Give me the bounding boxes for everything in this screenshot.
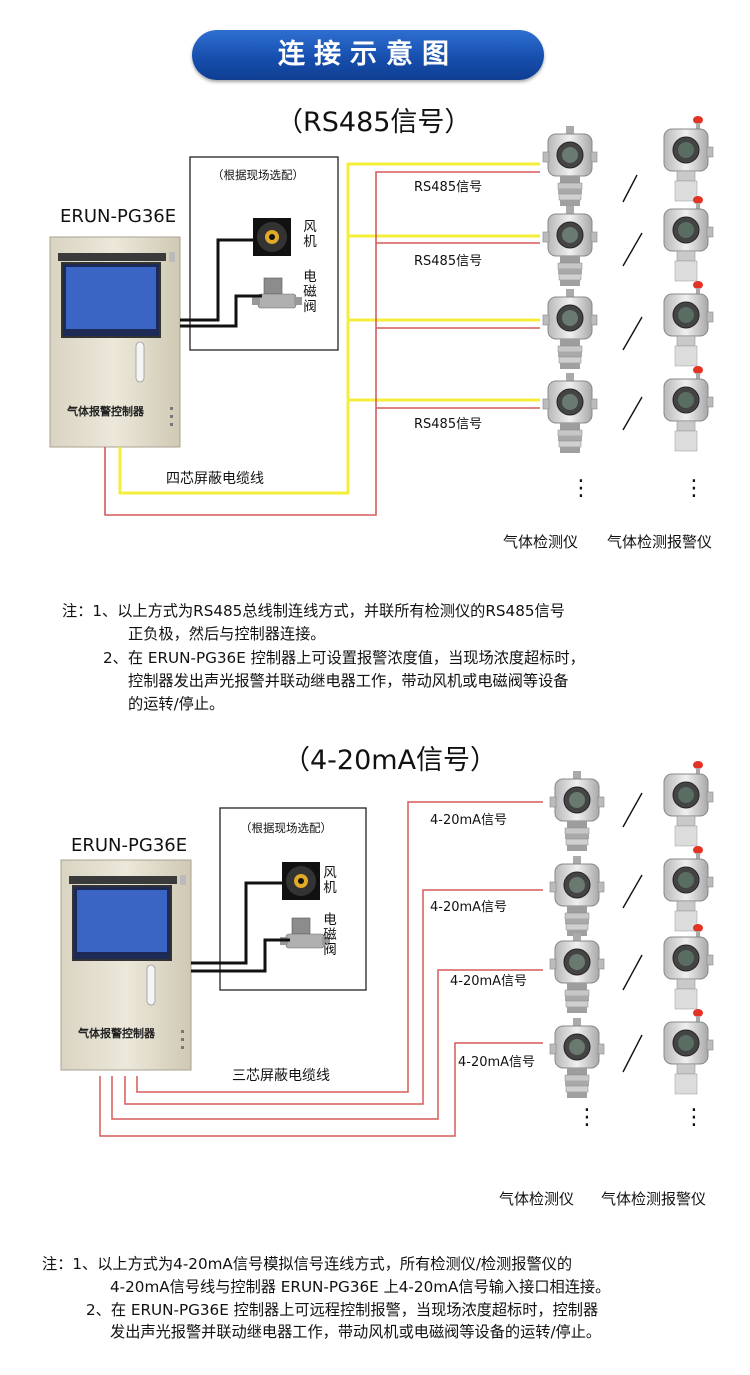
ma-divider-slashes — [622, 792, 643, 1073]
rs485-fan-icon — [253, 218, 291, 256]
ma-fan-icon — [282, 862, 320, 900]
rs485-detector-icon — [542, 372, 598, 454]
rs485-alarm-caption: 气体检测报警仪 — [607, 533, 713, 551]
rs485-note-line: 控制器发出声光报警并联动继电器工作，带动风机或电磁阀等设备 — [128, 672, 569, 690]
rs485-section-title: （RS485信号） — [276, 107, 472, 138]
ma-alarm-icon — [663, 923, 714, 1010]
ma-signal-label: 4-20mA信号 — [430, 900, 508, 915]
rs485-fan-label: 风 机 — [303, 219, 317, 250]
rs485-alarm-more-dots: ⋮ — [683, 476, 705, 501]
rs485-valve-wire — [180, 294, 262, 328]
ma-cabinet-caption: 气体报警控制器 — [78, 1027, 155, 1040]
ma-alarm-icon — [663, 760, 714, 847]
rs485-alarm-icon — [663, 280, 714, 367]
rs485-detector-more-dots: ⋮ — [570, 476, 592, 501]
ma-note-line: 2、在 ERUN-PG36E 控制器上可远程控制报警，当现场浓度超标时，控制器 — [86, 1301, 599, 1319]
rs485-alarm-icon — [663, 115, 714, 202]
ma-controller-model: ERUN-PG36E — [71, 835, 188, 856]
ma-detector-caption: 气体检测仪 — [499, 1190, 575, 1208]
rs485-detector-caption: 气体检测仪 — [503, 533, 579, 551]
rs485-valve-label: 电 磁 阀 — [303, 269, 317, 315]
rs485-detector-icon — [542, 125, 598, 207]
rs485-note-line: 注：1、以上方式为RS485总线制连线方式，并联所有检测仪的RS485信号 — [62, 602, 565, 620]
ma-signal-label: 4-20mA信号 — [430, 813, 508, 828]
ma-alarm-icon — [663, 845, 714, 932]
ma-valve-wire — [191, 938, 290, 973]
ma-valve-label: 电 磁 阀 — [323, 912, 337, 958]
rs485-note-line: 的运转/停止。 — [128, 695, 225, 713]
ma-signal-label: 4-20mA信号 — [458, 1055, 536, 1070]
rs485-cable-label: 四芯屏蔽电缆线 — [166, 471, 264, 487]
rs485-signal-label: RS485信号 — [414, 180, 483, 195]
rs485-signal-label: RS485信号 — [414, 417, 483, 432]
rs485-note-line: 2、在 ERUN-PG36E 控制器上可设置报警浓度值，当现场浓度超标时， — [103, 649, 585, 667]
ma-detector-icon — [549, 770, 605, 852]
ma-detector-icon — [549, 932, 605, 1014]
rs485-controller-model: ERUN-PG36E — [60, 206, 177, 227]
ma-signal-label: 4-20mA信号 — [450, 974, 528, 989]
ma-detector-icon — [549, 1017, 605, 1099]
ma-detector-more-dots: ⋮ — [576, 1105, 598, 1130]
ma-signal-lines — [99, 801, 543, 1137]
rs485-alarm-icon — [663, 365, 714, 452]
rs485-signal-label: RS485信号 — [414, 254, 483, 269]
rs485-fan-wire — [180, 238, 256, 322]
ma-fan-wire — [191, 881, 283, 965]
ma-section-title: （4-20mA信号） — [283, 745, 498, 776]
rs485-note-line: 正负极，然后与控制器连接。 — [128, 625, 326, 643]
rs485-optional-note: （根据现场选配） — [212, 168, 304, 182]
rs485-bus-red — [104, 171, 540, 516]
ma-alarm-caption: 气体检测报警仪 — [601, 1190, 707, 1208]
ma-note-line: 注：1、以上方式为4-20mA信号模拟信号连线方式，所有检测仪/检测报警仪的 — [42, 1255, 573, 1273]
rs485-detector-icon — [542, 288, 598, 370]
rs485-bus-yellow — [118, 162, 540, 495]
rs485-cabinet-caption: 气体报警控制器 — [67, 405, 144, 418]
ma-note-line: 4-20mA信号线与控制器 ERUN-PG36E 上4-20mA信号输入接口相连… — [110, 1278, 611, 1296]
rs485-alarm-icon — [663, 195, 714, 282]
ma-note-line: 发出声光报警并联动继电器工作，带动风机或电磁阀等设备的运转/停止。 — [110, 1323, 602, 1341]
ma-detector-icon — [549, 855, 605, 937]
ma-alarm-more-dots: ⋮ — [683, 1105, 705, 1130]
ma-optional-note: （根据现场选配） — [240, 821, 332, 835]
header-title-pill: 连接示意图 — [192, 30, 544, 80]
ma-fan-label: 风 机 — [323, 865, 337, 896]
ma-cable-label: 三芯屏蔽电缆线 — [232, 1068, 330, 1084]
ma-alarm-icon — [663, 1008, 714, 1095]
rs485-detector-icon — [542, 205, 598, 287]
rs485-divider-slashes — [622, 174, 643, 431]
